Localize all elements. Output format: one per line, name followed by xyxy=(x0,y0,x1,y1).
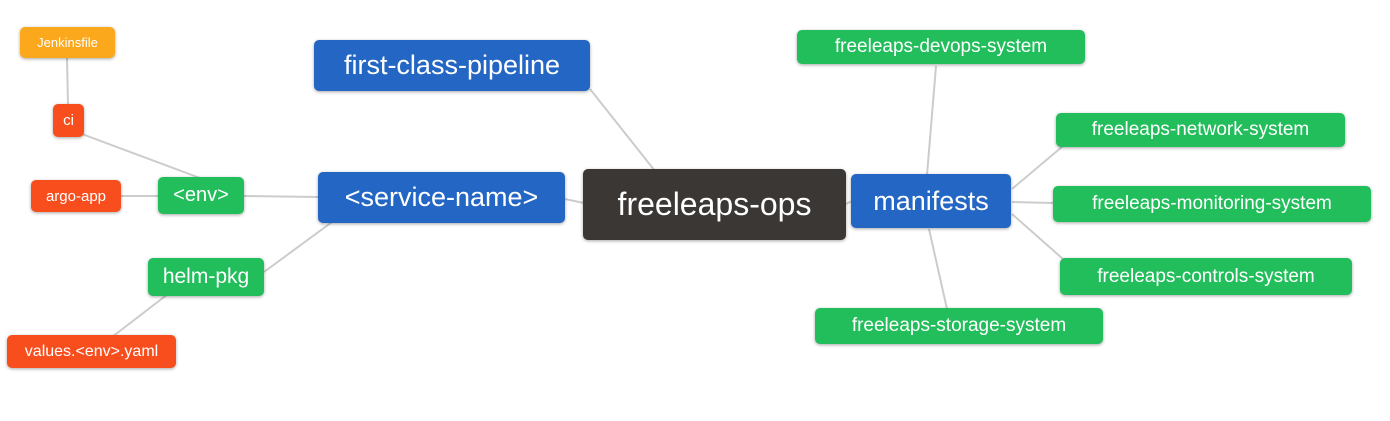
node-helm-pkg[interactable]: helm-pkg xyxy=(148,258,264,296)
node-freeleaps-controls-system[interactable]: freeleaps-controls-system xyxy=(1060,258,1352,295)
edge-values-helm-pkg xyxy=(111,293,169,338)
node-first-class-pipeline[interactable]: first-class-pipeline xyxy=(314,40,590,91)
node-freeleaps-network-system[interactable]: freeleaps-network-system xyxy=(1056,113,1345,147)
node-freeleaps-storage-system[interactable]: freeleaps-storage-system xyxy=(815,308,1103,344)
node-freeleaps-monitoring-system[interactable]: freeleaps-monitoring-system xyxy=(1053,186,1371,222)
node-env[interactable]: <env> xyxy=(158,177,244,214)
node-freeleaps-devops-system[interactable]: freeleaps-devops-system xyxy=(797,30,1085,64)
edge-manifests-network xyxy=(1011,145,1064,190)
edge-ci-env xyxy=(81,133,201,179)
node-freeleaps-ops-root[interactable]: freeleaps-ops xyxy=(583,169,846,240)
node-jenkinsfile[interactable]: Jenkinsfile xyxy=(20,27,115,58)
edge-jenkinsfile-ci xyxy=(66,57,69,107)
edge-manifests-monitoring xyxy=(1011,201,1055,204)
node-values-env-yaml[interactable]: values.<env>.yaml xyxy=(7,335,176,368)
edge-manifests-storage xyxy=(928,228,948,310)
edge-env-service-name xyxy=(243,195,319,198)
edge-helm-pkg-service-name xyxy=(263,221,333,273)
edge-service-name-root xyxy=(564,198,585,204)
node-manifests[interactable]: manifests xyxy=(851,174,1011,228)
node-argo-app[interactable]: argo-app xyxy=(31,180,121,212)
edge-first-class-pipeline-root xyxy=(589,88,656,172)
edge-manifests-devops xyxy=(926,65,937,176)
node-service-name[interactable]: <service-name> xyxy=(318,172,565,223)
edge-manifests-controls xyxy=(1011,213,1064,260)
node-ci[interactable]: ci xyxy=(53,104,84,137)
